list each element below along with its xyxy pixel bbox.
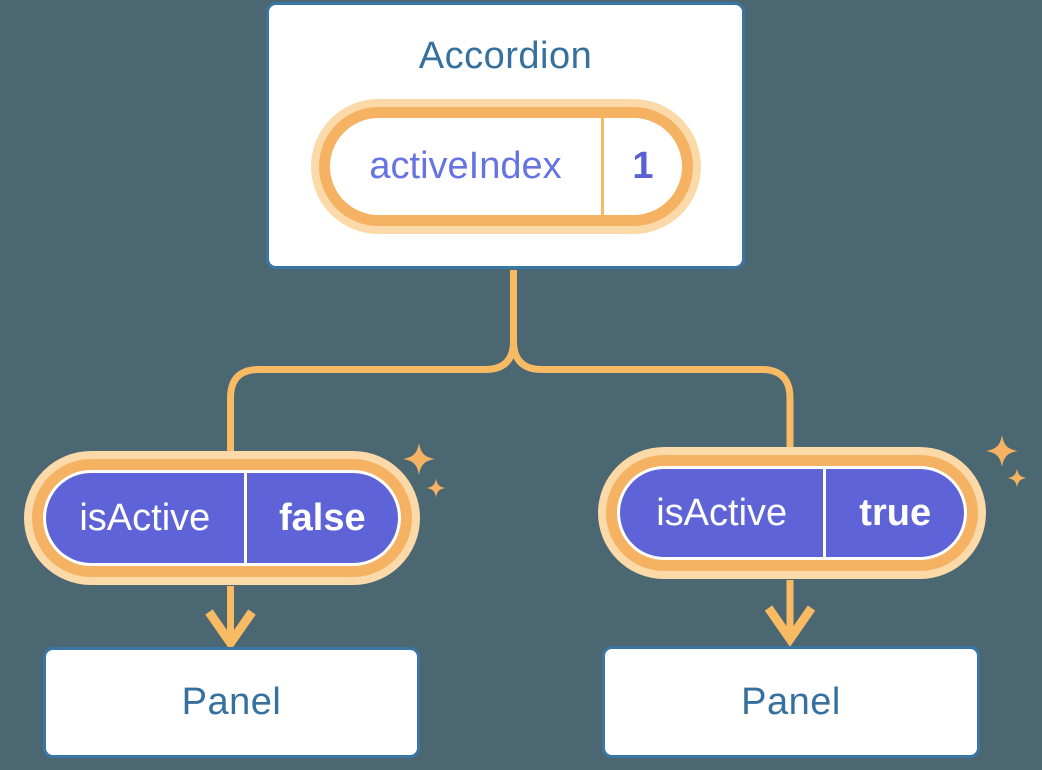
arrow-right-head — [764, 605, 816, 647]
sparkle-icon — [426, 478, 446, 498]
prop-name: isActive — [656, 491, 788, 534]
arrow-left-head — [205, 609, 256, 651]
state-name: activeIndex — [369, 145, 562, 187]
component-title: Accordion — [418, 35, 593, 77]
prop-pill-isactive-false: isActive false — [46, 473, 398, 563]
component-title: Panel — [181, 681, 282, 723]
sparkle-icon — [403, 443, 435, 475]
connector-branch-left — [227, 270, 517, 452]
panel-component-box: Panel — [43, 647, 420, 758]
sparkle-icon — [1007, 468, 1027, 488]
sparkle-icon — [986, 435, 1018, 467]
prop-value: false — [279, 496, 366, 539]
pill-divider — [823, 469, 827, 557]
pill-divider — [243, 473, 247, 563]
component-title: Panel — [741, 680, 841, 723]
pill-divider — [601, 118, 604, 215]
prop-name: isActive — [79, 496, 211, 539]
connector-branch-right — [510, 270, 794, 448]
prop-value: true — [859, 491, 932, 534]
panel-component-box: Panel — [602, 646, 980, 758]
prop-pill-isactive-true: isActive true — [620, 469, 964, 557]
state-pill-activeindex: activeIndex 1 — [330, 118, 682, 215]
state-value: 1 — [632, 145, 654, 187]
